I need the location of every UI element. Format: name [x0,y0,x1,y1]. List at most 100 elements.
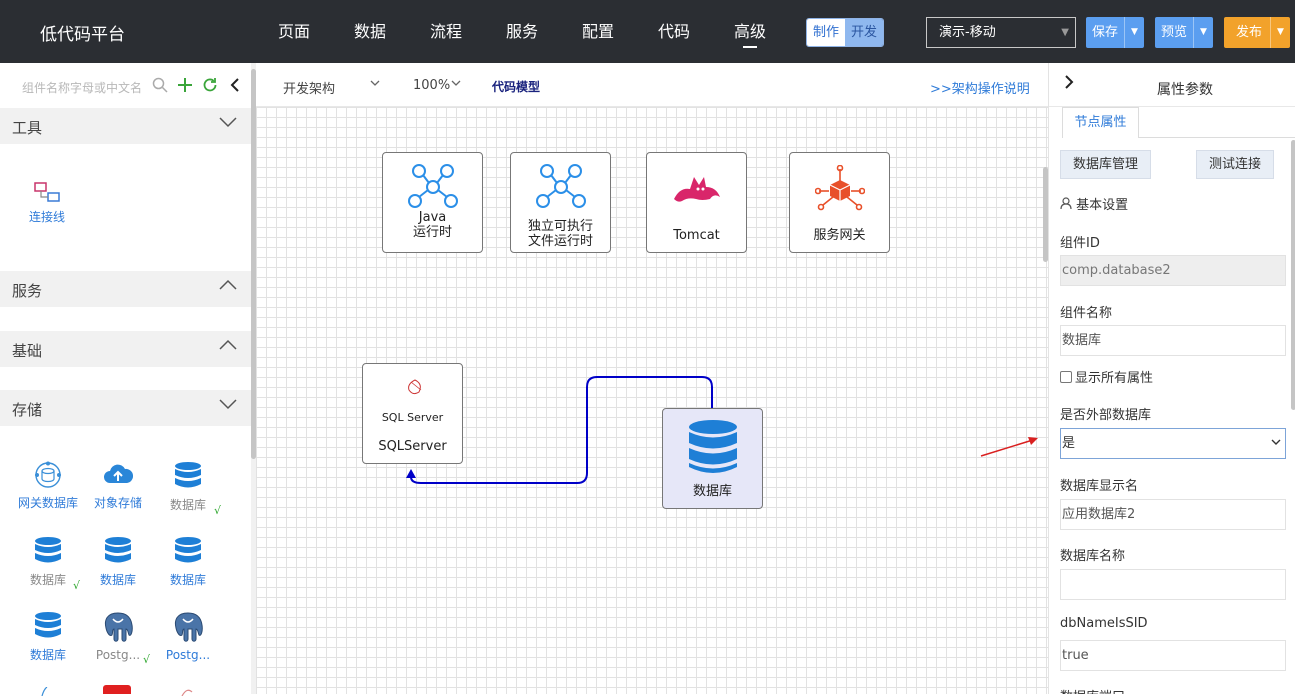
collapse-left-icon[interactable] [229,77,241,97]
nav-service[interactable]: 服务 [505,22,538,41]
database-icon [175,537,201,563]
node-service-gateway[interactable]: 服务网关 [789,152,890,253]
red-app-icon [103,685,131,694]
palette-connector-label: 连接线 [28,210,65,224]
env-select-value: 演示-移动 [939,25,996,40]
annotation-arrow [980,438,1037,457]
palette-database-2[interactable]: 数据库 [13,536,83,588]
palette-connector[interactable]: 连接线 [12,181,82,225]
properties-panel: 属性参数 节点属性 数据库管理 测试连接 基本设置 组件ID comp.data… [1048,63,1295,694]
connection-line[interactable] [410,376,713,484]
palette-database-3[interactable]: 数据库 [83,536,153,588]
nav-data[interactable]: 数据 [353,22,386,41]
palette-database-4[interactable]: 数据库 [153,536,223,588]
panel-scrollbar[interactable] [1291,138,1295,694]
database-icon [35,612,61,638]
publish-dropdown-icon[interactable]: ▼ [1270,17,1290,48]
nav-page[interactable]: 页面 [277,22,310,41]
section-tools-title: 工具 [12,119,43,137]
tomcat-icon [674,177,720,202]
palette-database-1[interactable]: 数据库 [153,461,223,513]
show-all-label: 显示所有属性 [1075,371,1154,386]
db-name-field[interactable] [1060,569,1286,600]
show-all-checkbox[interactable] [1060,371,1072,383]
sid-field[interactable]: true [1060,640,1286,671]
section-basic[interactable]: 基础 [0,331,251,367]
publish-button[interactable]: 发布 ▼ [1224,17,1291,48]
code-model-link[interactable]: 代码模型 [492,80,541,94]
palette-object-storage[interactable]: 对象存储 [83,461,153,511]
palette-item-label: 数据库 [169,498,206,512]
chevron-down-icon[interactable] [370,76,380,91]
node-database-selected[interactable]: 数据库 [662,408,763,509]
palette-item-label: 对象存储 [93,496,142,510]
refresh-icon[interactable] [202,77,218,97]
chevron-up-icon [219,339,237,355]
scrollbar-thumb[interactable] [1043,167,1048,262]
mode-dev-button[interactable]: 开发 [845,19,884,46]
node-label: 数据库 [692,484,732,499]
palette-item-label: 数据库 [99,573,136,587]
annotation-arrowhead-icon [1028,437,1038,445]
collapse-right-icon[interactable] [1064,73,1074,94]
external-db-value: 是 [1062,436,1076,451]
db-manage-button[interactable]: 数据库管理 [1060,150,1151,179]
chevron-down-icon[interactable] [451,76,461,91]
sid-label: dbNameIsSID [1060,616,1148,631]
preview-dropdown-icon[interactable]: ▼ [1193,17,1213,48]
nav-code[interactable]: 代码 [657,22,690,41]
properties-title: 属性参数 [1157,82,1213,98]
add-icon[interactable] [177,77,193,97]
chevron-up-icon [219,279,237,295]
node-tomcat[interactable]: Tomcat [646,152,747,253]
node-executable-runtime[interactable]: 独立可执行 文件运行时 [510,152,611,253]
search-icon[interactable] [152,77,168,97]
display-name-label: 数据库显示名 [1060,479,1139,494]
node-label: Tomcat [673,228,720,243]
main-nav: 页面 数据 流程 服务 配置 代码 高级 [256,0,788,63]
nav-config[interactable]: 配置 [581,22,614,41]
component-id-field[interactable]: comp.database2 [1060,255,1286,286]
test-connection-button[interactable]: 测试连接 [1196,150,1274,179]
zoom-select[interactable]: 100% [413,78,450,93]
save-dropdown-icon[interactable]: ▼ [1124,17,1144,48]
design-canvas[interactable]: Java 运行时 独立可执行 文件运行时 Tomcat 服务网关 SQL Ser… [256,107,1048,694]
canvas-scrollbar[interactable] [1043,107,1048,694]
section-basic-title: 基础 [12,342,43,360]
display-name-field[interactable]: 应用数据库2 [1060,499,1286,530]
component-name-field[interactable]: 数据库 [1060,325,1286,356]
properties-header: 属性参数 [1049,63,1295,107]
section-storage[interactable]: 存储 [0,390,251,426]
connector-icon [34,182,60,202]
save-button[interactable]: 保存 ▼ [1086,17,1145,48]
installed-check-icon: √ [214,504,222,517]
show-all-props-row[interactable]: 显示所有属性 [1060,367,1153,386]
section-service[interactable]: 服务 [0,271,251,307]
nav-advanced[interactable]: 高级 [712,0,788,63]
sidebar-scrollbar[interactable] [251,63,256,694]
arch-select-value: 开发架构 [283,82,336,97]
component-search-input[interactable]: 组件名称字母或中文名 [22,81,143,95]
scrollbar-thumb[interactable] [251,69,256,459]
tab-node-properties[interactable]: 节点属性 [1062,107,1139,138]
external-db-select[interactable]: 是 [1060,428,1286,459]
palette-database-5[interactable]: 数据库 [13,611,83,663]
node-sqlserver[interactable]: SQL Server SQLServer [362,363,463,464]
env-select[interactable]: 演示-移动 ▼ [926,17,1076,48]
palette-item-label: 网关数据库 [17,496,78,510]
arch-help-link[interactable]: >>架构操作说明 [930,82,1030,97]
palette-postgres-1[interactable]: Postg... [83,611,153,662]
scrollbar-thumb[interactable] [1291,140,1295,410]
preview-button[interactable]: 预览 ▼ [1155,17,1214,48]
section-tools[interactable]: 工具 [0,108,251,144]
zoom-value: 100% [413,78,451,93]
mode-make-button[interactable]: 制作 [807,19,846,46]
nav-flow[interactable]: 流程 [429,22,462,41]
arch-select[interactable]: 开发架构 [283,78,335,97]
canvas-toolbar: 开发架构 100% 代码模型 >>架构操作说明 [256,63,1048,107]
palette-gateway-db[interactable]: 网关数据库 [13,461,83,511]
connector-layer [406,376,1038,484]
palette-postgres-2[interactable]: Postg... [153,611,223,662]
palette-item-label: 数据库 [29,573,66,587]
node-java-runtime[interactable]: Java 运行时 [382,152,483,253]
